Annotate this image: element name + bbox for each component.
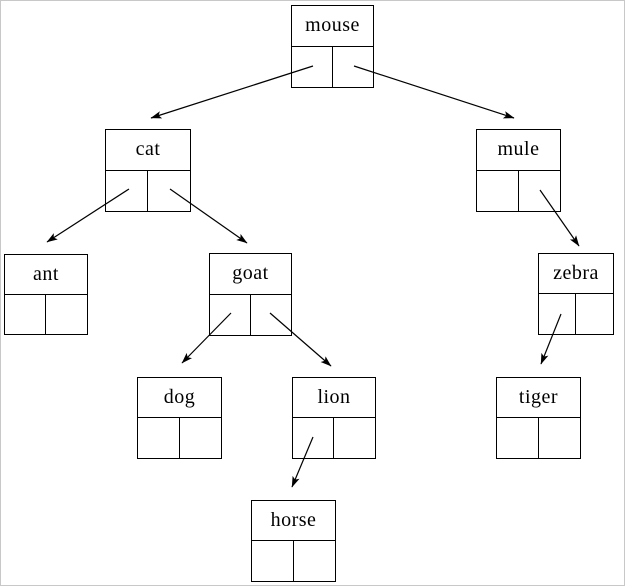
node-label: lion <box>293 378 375 418</box>
node-pointer-cells <box>292 46 374 88</box>
tree-node-mouse: mouse <box>291 5 374 88</box>
right-pointer-cell <box>576 294 613 334</box>
tree-node-dog: dog <box>137 377 222 459</box>
node-pointer-cells <box>477 170 561 212</box>
node-pointer-cells <box>106 170 190 212</box>
right-pointer-cell <box>180 418 222 458</box>
right-pointer-cell <box>334 418 375 458</box>
right-pointer-cell <box>333 47 374 88</box>
left-pointer-cell <box>497 418 539 458</box>
node-pointer-cells <box>539 294 613 334</box>
left-pointer-cell <box>138 418 180 458</box>
node-label: mouse <box>292 6 373 47</box>
node-pointer-cells <box>210 294 292 336</box>
right-pointer-cell <box>148 171 190 212</box>
tree-node-goat: goat <box>209 253 292 336</box>
left-pointer-cell <box>477 170 519 211</box>
node-pointer-cells <box>138 418 221 458</box>
node-pointer-cells <box>497 418 580 458</box>
node-label: goat <box>210 254 291 295</box>
edge-mouse-left-to-cat <box>150 65 314 119</box>
tree-node-mule: mule <box>476 129 561 212</box>
node-label: tiger <box>497 378 580 418</box>
edge-mouse-right-to-mule <box>353 65 515 119</box>
node-label: dog <box>138 378 221 418</box>
tree-node-tiger: tiger <box>496 377 581 459</box>
left-pointer-cell <box>5 294 46 334</box>
node-label: horse <box>252 501 335 541</box>
node-pointer-cells <box>293 418 375 458</box>
right-pointer-cell <box>46 295 87 335</box>
tree-node-lion: lion <box>292 377 376 459</box>
left-pointer-cell <box>539 294 576 334</box>
node-pointer-cells <box>252 541 335 581</box>
right-pointer-cell <box>519 171 561 212</box>
node-pointer-cells <box>5 294 87 335</box>
node-label: cat <box>106 130 190 171</box>
node-label: ant <box>5 255 87 295</box>
node-label: zebra <box>539 254 613 294</box>
right-pointer-cell <box>294 541 336 581</box>
tree-node-ant: ant <box>4 254 88 335</box>
right-pointer-cell <box>251 295 292 336</box>
right-pointer-cell <box>539 418 581 458</box>
left-pointer-cell <box>293 418 334 458</box>
tree-node-zebra: zebra <box>538 253 614 335</box>
left-pointer-cell <box>252 541 294 581</box>
left-pointer-cell <box>106 170 148 211</box>
tree-node-cat: cat <box>105 129 191 212</box>
left-pointer-cell <box>292 46 333 87</box>
left-pointer-cell <box>210 294 251 335</box>
node-label: mule <box>477 130 560 171</box>
tree-node-horse: horse <box>251 500 336 582</box>
